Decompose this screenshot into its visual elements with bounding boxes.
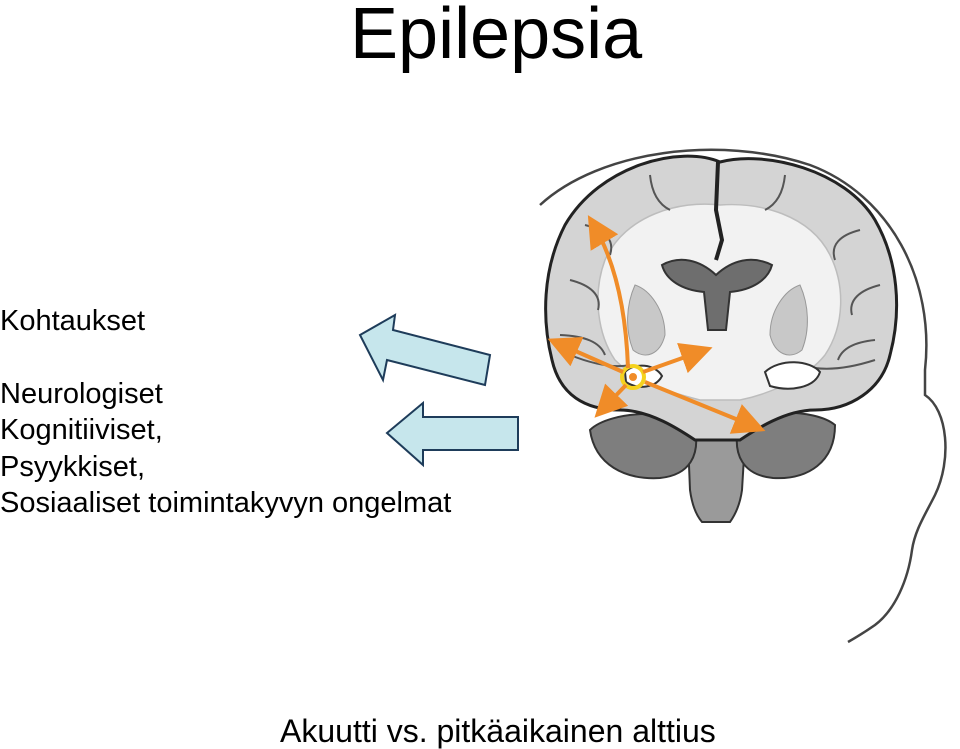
spread-arrow-right-icon [642,342,713,374]
head-outline [539,148,947,644]
spread-arrow-left-icon [547,337,624,374]
label-seizures: Kohtaukset [0,305,146,337]
footer-caption: Akuutti vs. pitkäaikainen alttius [280,713,716,749]
cerebellum-left [588,413,698,480]
basal-ganglia-left [627,284,666,356]
lower-left-arrow-icon [385,400,519,468]
label-social: Sosiaaliset toimintakyvyn ongelmat [0,487,452,519]
left-arrows [358,313,519,468]
label-psychiatric: Psyykkiset, [0,451,146,483]
brain-illustration [539,148,947,644]
hippocampus-right [763,361,822,390]
label-neurological: Neurologiset [0,378,163,410]
brainstem [686,439,747,523]
spread-arrows [547,215,766,434]
page-title: Epilepsia [350,0,643,74]
longitudinal-fissure [713,161,725,261]
label-cognitive: Kognitiiviset, [0,414,163,446]
seizure-focus-core [629,373,637,381]
spread-arrow-up-icon [587,215,630,369]
seizure-focus-icon [620,364,646,390]
spread-arrow-down-left-icon [594,383,629,418]
spread-arrow-down-right-icon [644,380,766,434]
lateral-ventricles [660,258,774,331]
basal-ganglia-right [769,284,808,356]
upper-left-arrow-icon [358,313,492,387]
